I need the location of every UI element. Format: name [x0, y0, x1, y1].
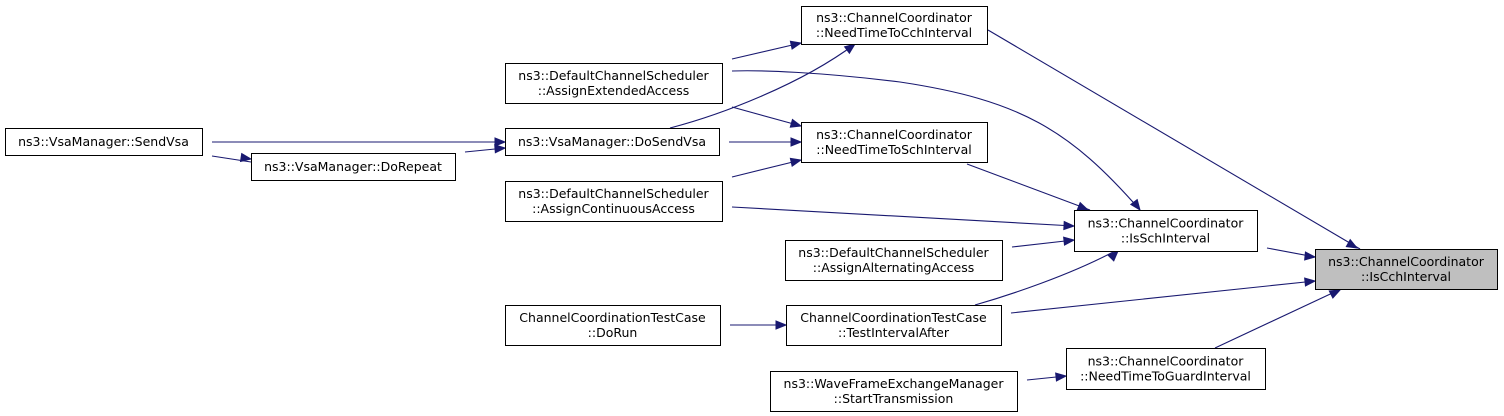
node-label-line: ns3::DefaultChannelScheduler	[798, 245, 989, 260]
node-label-line: ::DoRun	[588, 325, 638, 340]
edge-need_cch-do_send_vsa	[669, 43, 856, 129]
node-label-line: ns3::VsaManager::SendVsa	[18, 134, 189, 149]
node-label-line: ::NeedTimeToSchInterval	[816, 142, 971, 157]
node-label-line: ::IsCchInterval	[1361, 269, 1451, 284]
arrowhead-4	[1063, 220, 1076, 231]
node-box[interactable]	[505, 181, 723, 222]
node-label-line: ::AssignExtendedAccess	[538, 83, 690, 98]
node-box[interactable]	[505, 128, 720, 156]
arrowhead-8	[1107, 250, 1119, 262]
arrowhead-17	[494, 144, 507, 154]
arrowhead-5	[1063, 236, 1076, 246]
arrowhead-12	[790, 137, 803, 147]
edge-is_sch_interval-assign_extended	[731, 70, 1141, 211]
node-label-line: ::StartTransmission	[834, 391, 954, 406]
arrowhead-15	[775, 320, 788, 330]
node-label-line: ChannelCoordinationTestCase	[800, 310, 987, 325]
node-do-send-vsa[interactable]: ns3::VsaManager::DoSendVsa	[505, 128, 720, 156]
edge-is_cch_interval-need_cch	[987, 29, 1361, 250]
node-label-line: ns3::DefaultChannelScheduler	[518, 186, 709, 201]
node-label-line: ns3::VsaManager::DoSendVsa	[518, 134, 706, 149]
arrowhead-6	[1076, 201, 1090, 211]
arrowhead-16	[494, 137, 507, 147]
arrowhead-11	[789, 118, 803, 128]
node-label-line: ns3::ChannelCoordinator	[1328, 254, 1485, 269]
nodes-layer: ns3::VsaManager::SendVsans3::VsaManager:…	[5, 6, 1498, 412]
node-label-line: ns3::VsaManager::DoRepeat	[264, 159, 442, 174]
arrowhead-9	[789, 40, 803, 50]
arrowhead-3	[1328, 289, 1342, 299]
node-box[interactable]	[801, 6, 988, 45]
node-do-repeat[interactable]: ns3::VsaManager::DoRepeat	[251, 153, 456, 181]
node-label-line: ns3::ChannelCoordinator	[1088, 216, 1245, 231]
node-label-line: ns3::ChannelCoordinator	[1088, 354, 1245, 369]
edge-need_sch-assign_continuous	[731, 159, 802, 178]
arrowhead-1	[1345, 238, 1359, 249]
arrowhead-18	[239, 152, 253, 163]
node-label-line: ::NeedTimeToGuardInterval	[1080, 369, 1251, 384]
node-box[interactable]	[251, 153, 456, 181]
node-is-sch-interval[interactable]: ns3::ChannelCoordinator::IsSchInterval	[1074, 210, 1258, 252]
node-label-line: ns3::WaveFrameExchangeManager	[784, 376, 1005, 391]
edge-is_sch_interval-assign_continuous	[731, 206, 1075, 227]
node-box[interactable]	[505, 305, 721, 346]
node-label-line: ns3::DefaultChannelScheduler	[518, 68, 709, 83]
node-label-line: ChannelCoordinationTestCase	[519, 310, 706, 325]
arrowhead-13	[789, 157, 803, 167]
arrowhead-14	[1055, 372, 1068, 382]
edge-is_cch_interval-need_guard	[1214, 288, 1342, 349]
node-need-cch[interactable]: ns3::ChannelCoordinator::NeedTimeToCchIn…	[801, 6, 988, 45]
node-label-line: ::AssignContinuousAccess	[532, 201, 695, 216]
node-box[interactable]	[770, 371, 1018, 412]
node-need-guard[interactable]: ns3::ChannelCoordinator::NeedTimeToGuard…	[1066, 348, 1266, 390]
node-label-line: ns3::ChannelCoordinator	[816, 127, 973, 142]
node-box[interactable]	[785, 240, 1003, 281]
edge-is_sch_interval-test_interval_after	[974, 250, 1116, 306]
node-is-cch-interval[interactable]: ns3::ChannelCoordinator::IsCchInterval	[1315, 249, 1498, 290]
node-send-vsa[interactable]: ns3::VsaManager::SendVsa	[5, 128, 203, 156]
node-box[interactable]	[5, 128, 203, 156]
node-label-line: ::AssignAlternatingAccess	[813, 260, 974, 275]
edge-need_cch-assign_extended	[731, 42, 802, 60]
arrowhead-0	[1304, 251, 1317, 261]
node-box[interactable]	[1074, 210, 1258, 252]
edge-is_cch_interval-test_interval_after	[1010, 280, 1316, 314]
node-assign-alternating[interactable]: ns3::DefaultChannelScheduler::AssignAlte…	[785, 240, 1003, 281]
node-assign-extended[interactable]: ns3::DefaultChannelScheduler::AssignExte…	[505, 63, 723, 104]
node-box[interactable]	[1066, 348, 1266, 390]
node-box[interactable]	[1315, 249, 1498, 290]
arrowhead-2	[1304, 277, 1317, 287]
arrowhead-7	[1129, 198, 1141, 212]
node-test-interval-after[interactable]: ChannelCoordinationTestCase::TestInterva…	[786, 305, 1002, 346]
edges-layer	[211, 29, 1361, 382]
node-need-sch[interactable]: ns3::ChannelCoordinator::NeedTimeToSchIn…	[801, 122, 988, 163]
node-label-line: ns3::ChannelCoordinator	[816, 10, 973, 25]
node-start-transmission[interactable]: ns3::WaveFrameExchangeManager::StartTran…	[770, 371, 1018, 412]
node-do-run[interactable]: ChannelCoordinationTestCase::DoRun	[505, 305, 721, 346]
node-label-line: ::IsSchInterval	[1121, 231, 1210, 246]
node-label-line: ::NeedTimeToCchInterval	[816, 25, 972, 40]
edge-is_sch_interval-need_sch	[966, 163, 1091, 211]
node-box[interactable]	[801, 122, 988, 163]
edge-need_sch-assign_extended	[731, 106, 802, 127]
node-box[interactable]	[786, 305, 1002, 346]
arrowhead-10	[843, 43, 857, 55]
node-label-line: ::TestIntervalAfter	[838, 325, 950, 340]
node-assign-continuous[interactable]: ns3::DefaultChannelScheduler::AssignCont…	[505, 181, 723, 222]
node-box[interactable]	[505, 63, 723, 104]
